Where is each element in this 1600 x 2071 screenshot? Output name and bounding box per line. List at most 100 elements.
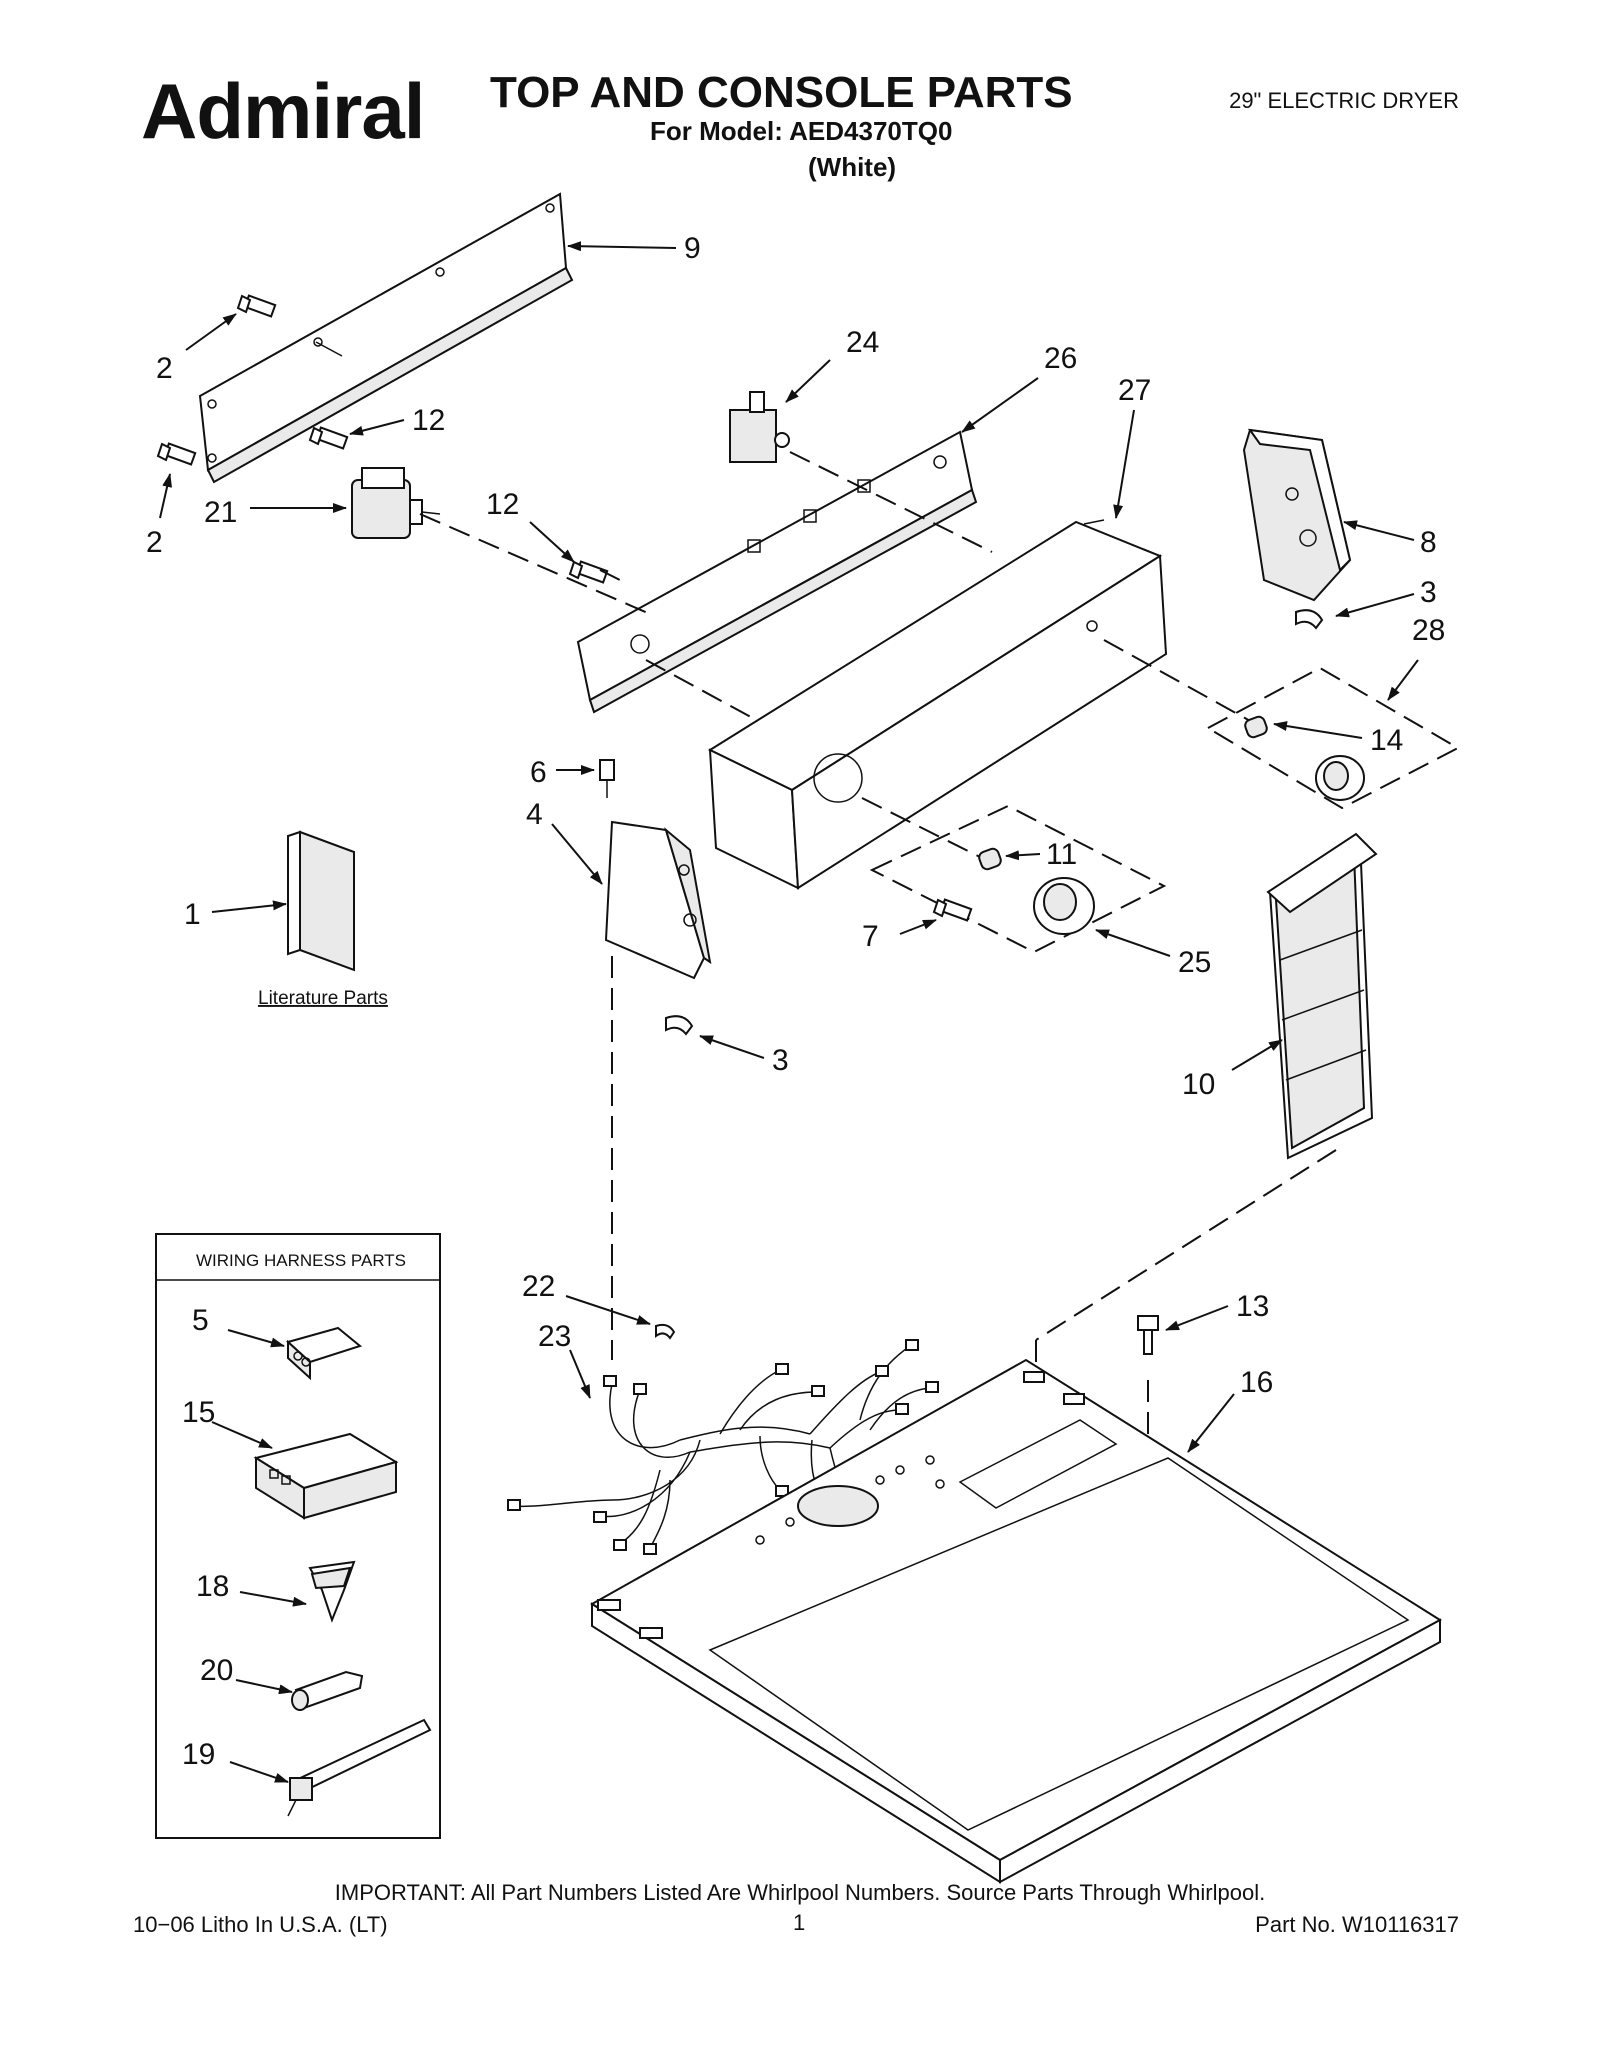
leader-8: [1343, 520, 1415, 541]
clip-part-22: [655, 1323, 676, 1340]
lint-screen-part-10: [1266, 832, 1378, 1160]
callout-28: 28: [1412, 614, 1445, 647]
leader-23: [569, 1349, 591, 1399]
callout-27: 27: [1118, 374, 1151, 407]
page-number: 1: [793, 1910, 806, 1935]
end-cap-part-8: [1242, 428, 1352, 602]
leader-2a: [185, 313, 237, 351]
clip-part-3-lower: [665, 1015, 694, 1036]
leader-5: [227, 1329, 285, 1348]
spring-part-11: [978, 847, 1002, 871]
leader-4: [551, 823, 603, 885]
timer-switch-part-21: [351, 467, 441, 539]
terminal-part-20: [291, 1670, 364, 1711]
assembly-line-switch: [789, 451, 993, 553]
callout-19: 19: [182, 1738, 215, 1771]
clip-part-3-upper: [1295, 609, 1324, 630]
assembly-line-lint: [1035, 1149, 1337, 1341]
wiring-harness-box: [155, 1233, 441, 1839]
dryer-top-part-16: [590, 1358, 1442, 1884]
leader-3a: [1335, 593, 1415, 618]
assembly-line-knob-2: [861, 797, 987, 861]
callout-25: 25: [1178, 946, 1211, 979]
assembly-line-timer: [419, 513, 651, 615]
literature-part-1: [287, 830, 355, 972]
knob-part-28: [1315, 755, 1365, 801]
literature-parts-label: Literature Parts: [258, 988, 388, 1009]
leader-12b: [529, 521, 575, 563]
callout-26: 26: [1044, 342, 1077, 375]
cable-tie-part-19: [287, 1718, 432, 1817]
callout-8: 8: [1420, 526, 1437, 559]
callout-22: 22: [522, 1270, 555, 1303]
color-line: (White): [808, 152, 897, 182]
kit-box-part-28: [1205, 666, 1461, 810]
assembly-line-knob: [1103, 639, 1253, 723]
leader-14: [1273, 721, 1363, 739]
callout-12a: 12: [412, 404, 445, 437]
connector-part-5: [285, 1326, 363, 1381]
callout-18: 18: [196, 1570, 229, 1603]
leader-13: [1165, 1305, 1229, 1331]
callout-3b: 3: [772, 1044, 789, 1077]
leader-15: [211, 1421, 273, 1449]
leader-19: [229, 1761, 289, 1783]
callout-15: 15: [182, 1396, 215, 1429]
leader-11: [1005, 850, 1041, 861]
leader-18: [239, 1591, 307, 1607]
callout-2a: 2: [156, 352, 173, 385]
screw-part-2-upper: [236, 294, 277, 318]
callout-16: 16: [1240, 1366, 1273, 1399]
leader-3b: [699, 1035, 765, 1059]
page-title: TOP AND CONSOLE PARTS: [490, 68, 1073, 117]
callout-24: 24: [846, 326, 879, 359]
leader-12a: [349, 419, 405, 436]
leader-16: [1187, 1393, 1235, 1453]
screw-part-7: [932, 898, 973, 922]
terminal-block-part-15: [253, 1432, 399, 1520]
screw-part-12-lower: [568, 560, 609, 584]
spring-part-14: [1244, 715, 1268, 739]
leader-9: [567, 241, 677, 252]
control-bracket-part-26: [576, 430, 978, 714]
callout-7: 7: [862, 920, 879, 953]
callout-5: 5: [192, 1304, 209, 1337]
assembly-line-screw: [599, 569, 621, 581]
leader-28: [1387, 659, 1419, 701]
model-line: For Model: AED4370TQ0: [650, 116, 953, 146]
leader-27: [1113, 409, 1135, 519]
end-cap-part-4: [604, 820, 712, 980]
brand-logo: Admiral: [141, 67, 425, 155]
product-type: 29" ELECTRIC DRYER: [1229, 88, 1459, 113]
screw-part-2-lower: [156, 442, 197, 466]
screw-part-12-upper: [308, 426, 349, 450]
knob-part-25: [1033, 877, 1095, 935]
callout-12b: 12: [486, 488, 519, 521]
leader-2b: [159, 473, 172, 519]
callout-20: 20: [200, 1654, 233, 1687]
leader-7: [899, 919, 937, 935]
callout-6: 6: [530, 756, 547, 789]
leader-20: [235, 1679, 293, 1695]
important-notice: IMPORTANT: All Part Numbers Listed Are W…: [334, 1880, 1266, 1905]
callout-2b: 2: [146, 526, 163, 559]
callout-23: 23: [538, 1320, 571, 1353]
callout-14: 14: [1370, 724, 1403, 757]
callout-9: 9: [684, 232, 701, 265]
rear-bracket-part-9: [198, 192, 574, 484]
leader-1: [211, 900, 287, 913]
leader-22: [565, 1295, 651, 1325]
leader-26: [961, 377, 1039, 433]
callout-13: 13: [1236, 1290, 1269, 1323]
callout-1: 1: [184, 898, 201, 931]
callout-3a: 3: [1420, 576, 1437, 609]
console-panel-part-27: [707, 519, 1168, 890]
callout-11: 11: [1046, 838, 1077, 871]
leader-25: [1095, 929, 1171, 957]
leader-24: [785, 359, 831, 403]
switch-part-24: [729, 391, 790, 463]
wiring-harness-title: WIRING HARNESS PARTS: [196, 1251, 406, 1270]
litho-line: 10−06 Litho In U.S.A. (LT): [133, 1912, 388, 1937]
kit-box-part-25: [869, 804, 1167, 954]
